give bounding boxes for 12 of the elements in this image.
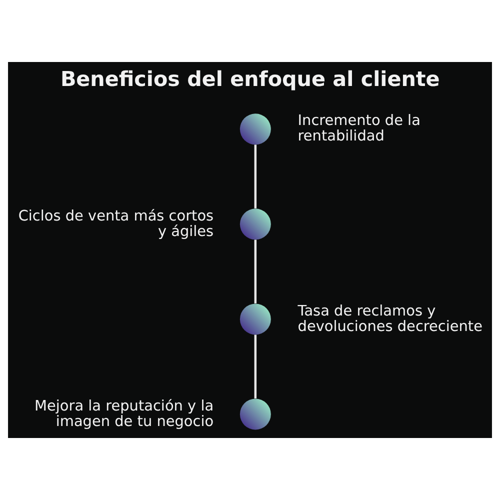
connector — [254, 240, 257, 304]
node-circle — [240, 398, 271, 430]
node-label: Ciclos de venta más cortos y ágiles — [18, 208, 214, 240]
connector — [254, 334, 257, 398]
node-circle — [240, 114, 271, 145]
node-circle — [240, 304, 271, 335]
node-label: Incremento de la rentabilidad — [298, 113, 420, 145]
node-circle — [240, 208, 271, 240]
node-label: Tasa de reclamos y devoluciones decreciente — [298, 303, 483, 335]
diagram-title: Beneficios del enfoque al cliente — [60, 66, 440, 91]
connector — [254, 144, 257, 208]
node-label: Mejora la reputación y la imagen de tu negocio — [34, 398, 214, 430]
